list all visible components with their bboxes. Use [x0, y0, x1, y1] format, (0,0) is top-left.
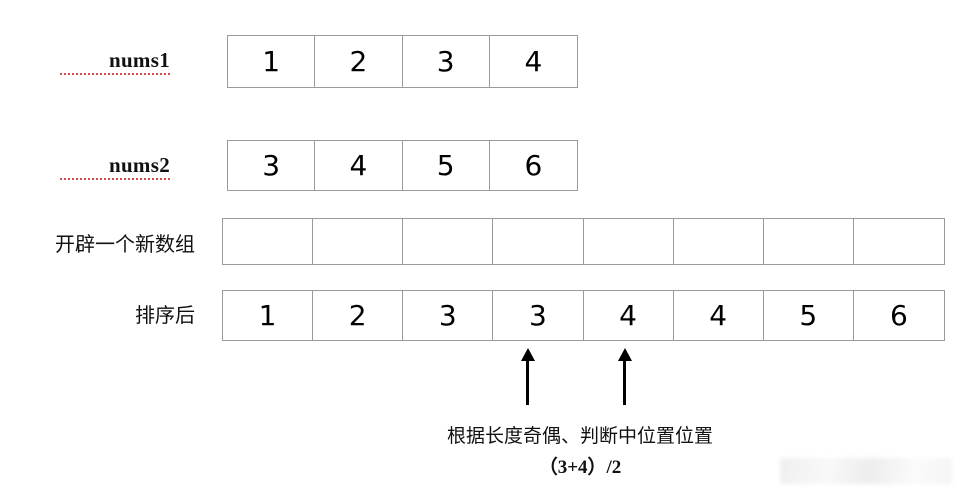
array-cell: 3	[228, 141, 316, 190]
array-cell: 6	[489, 141, 577, 190]
array-cell	[313, 219, 404, 264]
array-cell: 4	[583, 291, 674, 340]
row-label-nums1: nums1	[60, 50, 170, 75]
array-row-sorted: 1 2 3 3 4 4 5 6	[222, 290, 945, 341]
array-row-new-array	[222, 218, 945, 265]
array-cell	[853, 219, 944, 264]
array-cell: 3	[402, 36, 490, 87]
array-cell: 2	[315, 36, 403, 87]
left-median-pointer-arrow-icon	[520, 348, 535, 405]
array-cell	[223, 219, 314, 264]
array-row-nums1: 1 2 3 4	[227, 35, 578, 88]
array-cell: 5	[402, 141, 490, 190]
array-cell: 3	[493, 291, 584, 340]
array-cell	[763, 219, 854, 264]
arrow-head-icon	[617, 348, 632, 361]
array-cell	[583, 219, 674, 264]
array-row-nums2: 3 4 5 6	[227, 140, 578, 191]
array-cell: 4	[673, 291, 764, 340]
watermark	[780, 458, 952, 484]
array-cell	[493, 219, 584, 264]
array-cell	[673, 219, 764, 264]
array-cell: 4	[489, 36, 577, 87]
array-cell: 2	[313, 291, 404, 340]
array-cell: 4	[315, 141, 403, 190]
array-cell: 3	[403, 291, 494, 340]
row-label-nums2: nums2	[60, 155, 170, 180]
caption-line-1: 根据长度奇偶、判断中位置位置	[446, 425, 713, 447]
right-median-pointer-arrow-icon	[617, 348, 632, 405]
caption-line-2: （3+4）/2	[538, 457, 622, 478]
array-cell: 6	[853, 291, 944, 340]
arrow-head-icon	[520, 348, 535, 361]
row-label-new-array: 开辟一个新数组	[55, 232, 195, 256]
array-cell: 5	[763, 291, 854, 340]
array-cell	[403, 219, 494, 264]
array-cell: 1	[228, 36, 316, 87]
array-cell: 1	[223, 291, 314, 340]
row-label-sorted: 排序后	[135, 303, 195, 327]
